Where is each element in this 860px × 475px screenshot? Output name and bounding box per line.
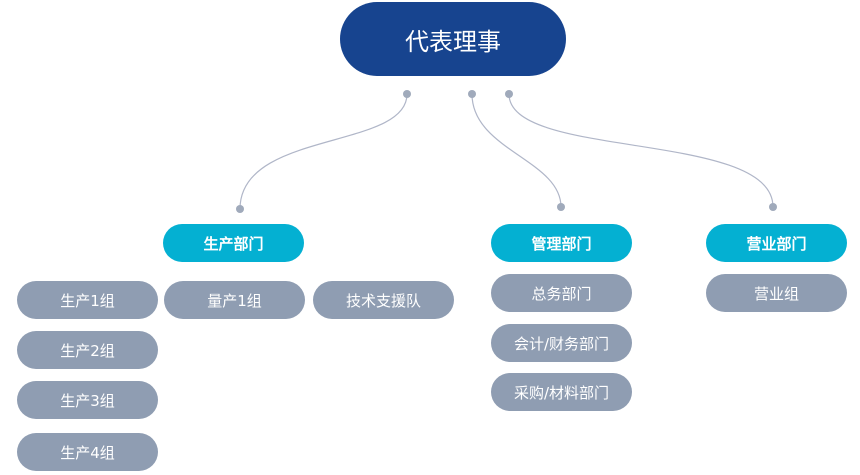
team-node: 生产3组 [17, 381, 158, 419]
team-node: 生产4组 [17, 433, 158, 471]
connector-dot [468, 90, 476, 98]
connector-production [239, 93, 408, 210]
connector-dot [557, 203, 565, 211]
team-node: 会计/财务部门 [491, 324, 632, 362]
connector-management [471, 93, 562, 208]
team-node: 总务部门 [491, 274, 632, 312]
connector-dot [505, 90, 513, 98]
connector-dot [403, 90, 411, 98]
dept-sales: 营业部门 [706, 224, 847, 262]
team-node: 量产1组 [164, 281, 305, 319]
team-node: 生产1组 [17, 281, 158, 319]
team-node: 营业组 [706, 274, 847, 312]
dept-management: 管理部门 [491, 224, 632, 262]
connector-sales [508, 93, 774, 208]
dept-production: 生产部门 [163, 224, 304, 262]
root-node: 代表理事 [340, 2, 566, 76]
connector-dot [769, 203, 777, 211]
team-node: 采购/材料部门 [491, 373, 632, 411]
connector-dot [236, 205, 244, 213]
team-node: 技术支援队 [313, 281, 454, 319]
team-node: 生产2组 [17, 331, 158, 369]
